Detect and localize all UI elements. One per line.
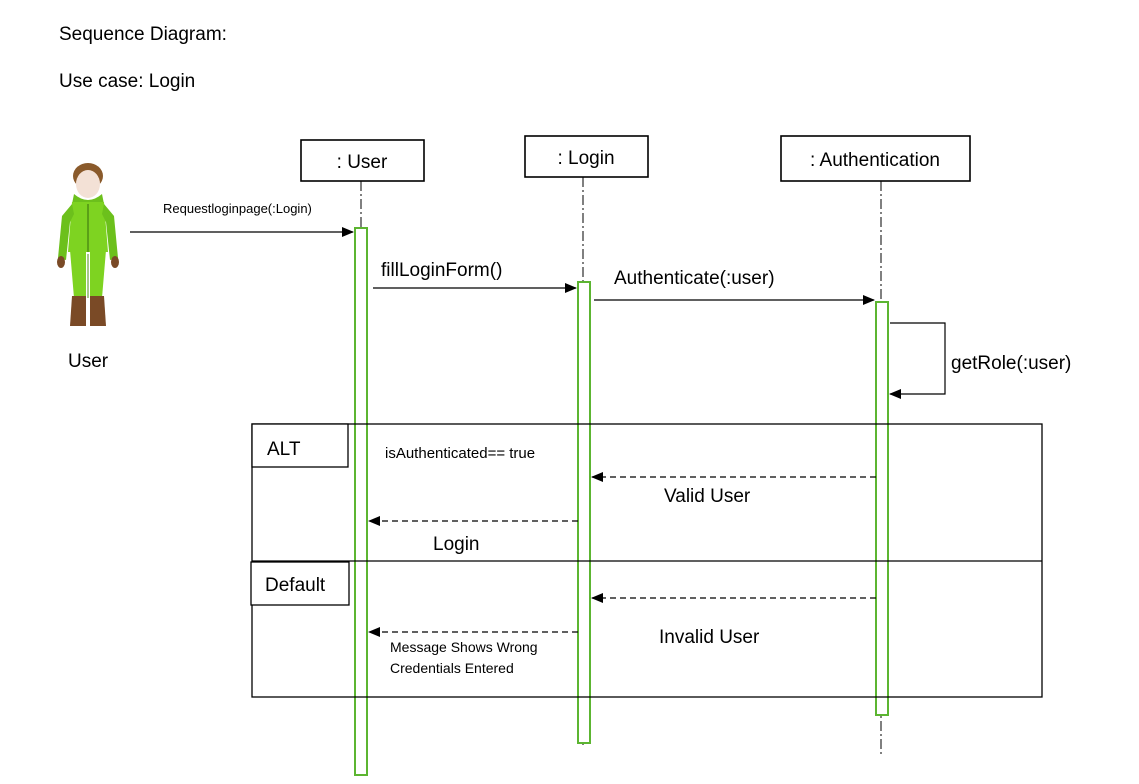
message-label-fill-login-form: fillLoginForm() bbox=[381, 260, 502, 281]
alt-guard-condition: isAuthenticated== true bbox=[385, 445, 535, 462]
default-label-box bbox=[250, 561, 350, 606]
object-box-login bbox=[524, 135, 649, 178]
lifeline-login: : Login bbox=[524, 135, 649, 745]
alt-label-box bbox=[251, 423, 349, 468]
message-label-valid-user: Valid User bbox=[664, 486, 751, 507]
diagram-heading: Sequence Diagram: bbox=[59, 24, 227, 45]
message-arrow-get-role bbox=[889, 322, 946, 399]
message-label-wrong-credentials-line2: Credentials Entered bbox=[390, 660, 514, 676]
object-label-user: : User bbox=[337, 152, 388, 173]
activation-bar-user bbox=[354, 227, 368, 776]
message-label-get-role: getRole(:user) bbox=[951, 353, 1071, 374]
message-label-invalid-user: Invalid User bbox=[659, 627, 760, 648]
object-label-login: : Login bbox=[557, 148, 614, 169]
actor-label: User bbox=[68, 351, 109, 372]
lifeline-authentication: : Authentication bbox=[780, 135, 971, 756]
message-label-request-login-page: Requestloginpage(:Login) bbox=[163, 201, 312, 216]
activation-bar-login bbox=[577, 281, 591, 744]
alt-label: ALT bbox=[267, 439, 301, 460]
default-label: Default bbox=[265, 575, 326, 596]
use-case-title: Use case: Login bbox=[59, 71, 196, 92]
message-label-wrong-credentials-line1: Message Shows Wrong bbox=[390, 639, 538, 655]
activation-bar-authentication bbox=[875, 301, 889, 716]
object-box-authentication bbox=[780, 135, 971, 182]
message-label-login: Login bbox=[433, 534, 480, 555]
person-figure-icon bbox=[57, 163, 119, 326]
object-box-user bbox=[300, 139, 425, 182]
message-label-authenticate: Authenticate(:user) bbox=[614, 268, 775, 289]
object-label-authentication: : Authentication bbox=[810, 150, 940, 171]
